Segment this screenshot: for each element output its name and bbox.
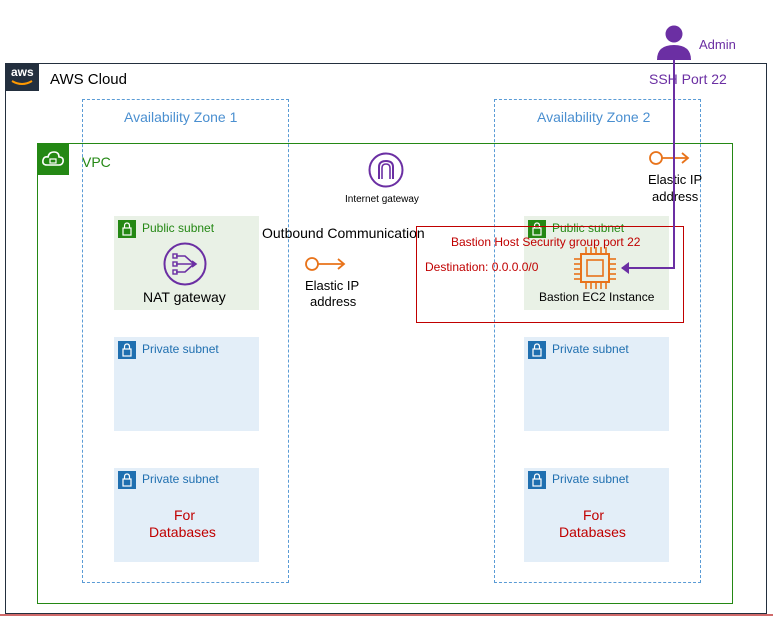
availability-zone-2 <box>494 99 701 583</box>
destination-label: Destination: 0.0.0.0/0 <box>425 260 539 274</box>
admin-label: Admin <box>699 37 736 52</box>
private-subnet-az2-db <box>524 468 669 562</box>
private-subnet-label: Private subnet <box>552 342 629 356</box>
aws-cloud-label: AWS Cloud <box>50 71 127 88</box>
ssh-port-label: SSH Port 22 <box>649 71 727 87</box>
private-subnet-az1-db <box>114 468 259 562</box>
outbound-communication-label: Outbound Communication <box>262 225 425 241</box>
vpc-label: VPC <box>82 154 111 170</box>
bastion-security-group <box>416 226 684 323</box>
elastic-ip-icon <box>305 257 346 271</box>
eip-right-line2: address <box>652 189 699 204</box>
eip-left-line1: Elastic IP <box>305 278 360 293</box>
public-subnet-az1 <box>114 216 259 310</box>
admin-user-icon <box>657 25 691 60</box>
internet-gateway-label: Internet gateway <box>345 194 419 205</box>
public-subnet-az2 <box>524 216 669 310</box>
az2-label: Availability Zone 2 <box>537 109 651 125</box>
lock-icon <box>118 341 136 359</box>
private-subnet-label: Private subnet <box>142 342 219 356</box>
availability-zone-1 <box>82 99 289 583</box>
bastion-ec2-label: Bastion EC2 Instance <box>539 290 655 304</box>
db-label-line2: Databases <box>559 524 626 540</box>
db-label-line1: For <box>583 507 604 523</box>
private-subnet-label: Private subnet <box>142 472 219 486</box>
nat-gateway-label: NAT gateway <box>143 289 226 305</box>
security-group-label: Bastion Host Security group port 22 <box>451 235 641 249</box>
internet-gateway-icon <box>368 152 404 188</box>
aws-cloud-boundary <box>5 63 767 614</box>
lock-icon <box>528 220 546 238</box>
eip-left-line2: address <box>310 294 357 309</box>
public-subnet-az1-label: Public subnet <box>142 221 215 235</box>
public-subnet-az2-label: Public subnet <box>552 221 625 235</box>
vpc-boundary <box>37 143 733 604</box>
db-label-line2: Databases <box>149 524 216 540</box>
private-subnet-az2-app <box>524 337 669 431</box>
lock-icon <box>118 220 136 238</box>
private-subnet-az1-app <box>114 337 259 431</box>
vpc-cloud-icon <box>37 143 69 175</box>
lock-icon <box>528 341 546 359</box>
ec2-instance-icon <box>574 247 616 289</box>
az1-label: Availability Zone 1 <box>124 109 238 125</box>
nat-gateway-icon <box>163 242 207 286</box>
bottom-border <box>0 614 773 616</box>
lock-icon <box>528 471 546 489</box>
lock-icon <box>118 471 136 489</box>
private-subnet-label: Private subnet <box>552 472 629 486</box>
db-label-line1: For <box>174 507 195 523</box>
aws-logo-text: aws <box>11 65 34 79</box>
aws-logo-icon: aws <box>5 63 39 91</box>
eip-right-line1: Elastic IP <box>648 172 703 187</box>
